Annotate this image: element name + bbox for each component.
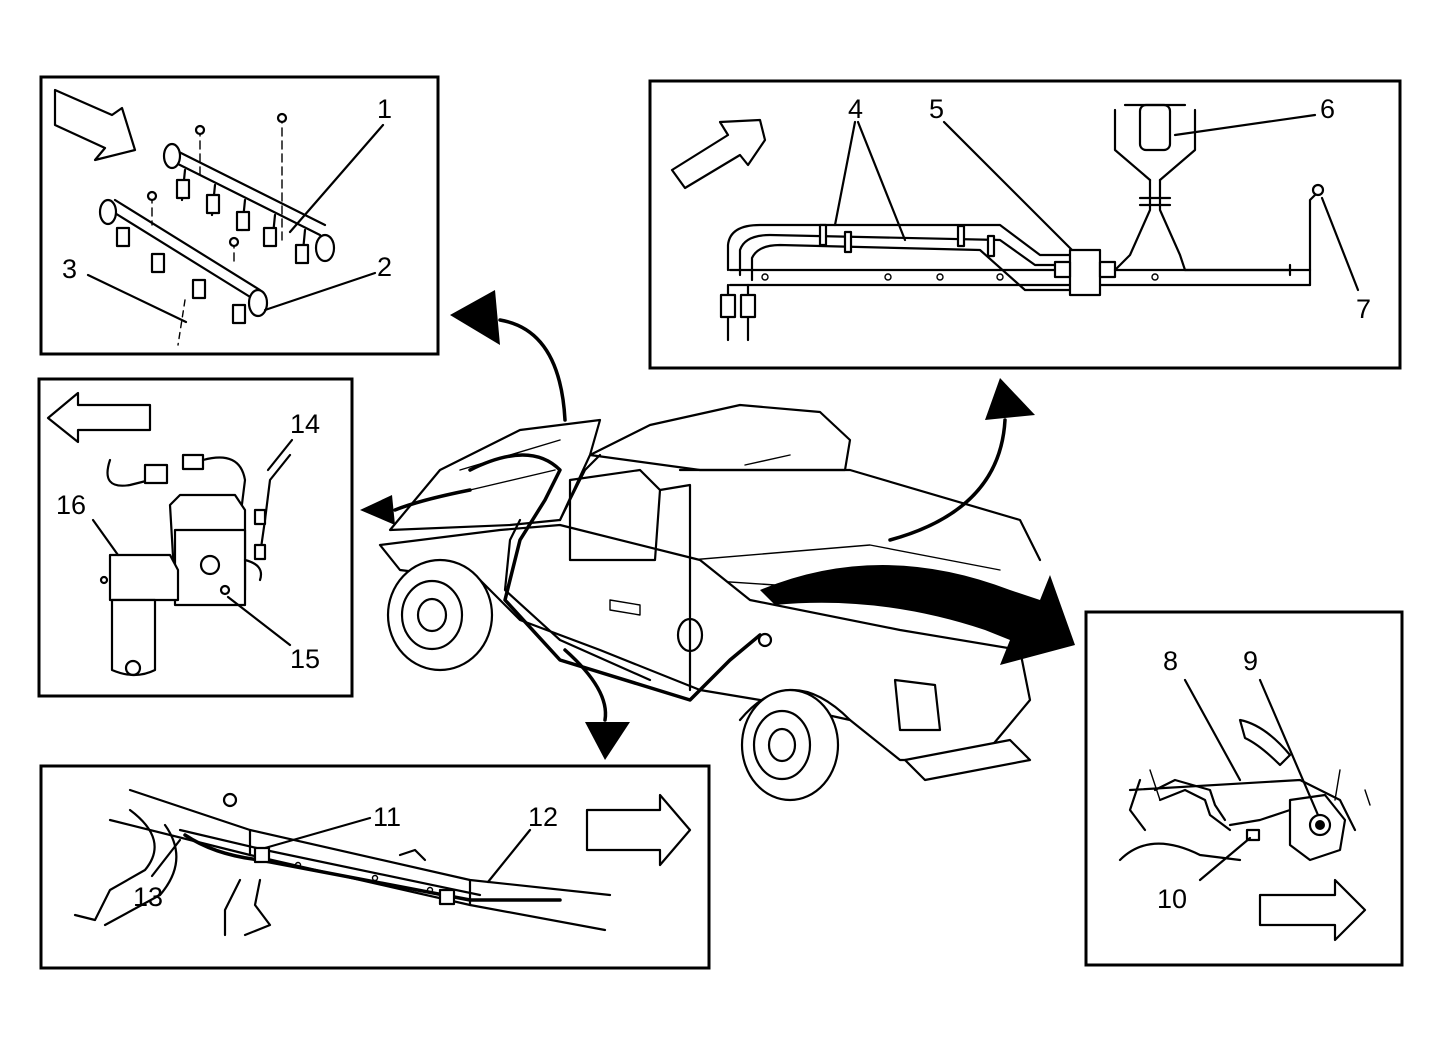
callout-9: 9 bbox=[1243, 646, 1258, 676]
pointer-arrows bbox=[360, 290, 1075, 760]
callout-5: 5 bbox=[929, 94, 944, 124]
pickup-truck-illustration bbox=[378, 403, 1042, 802]
frame-fuel-lines-detail-panel: 11 12 13 bbox=[39, 764, 711, 970]
callout-2: 2 bbox=[377, 252, 392, 282]
forward-direction-arrow bbox=[53, 88, 137, 162]
rearward-direction-arrow bbox=[670, 118, 767, 190]
fuel-rail-detail-panel: 1 2 3 bbox=[39, 75, 440, 356]
callout-4: 4 bbox=[848, 94, 863, 124]
callout-11: 11 bbox=[373, 802, 401, 832]
callout-8: 8 bbox=[1163, 646, 1178, 676]
fuel-filter-lines-detail-panel: 4 5 6 7 bbox=[648, 79, 1402, 370]
callout-14: 14 bbox=[290, 409, 320, 439]
callout-6: 6 bbox=[1320, 94, 1335, 124]
callout-1: 1 bbox=[377, 94, 392, 124]
callout-10: 10 bbox=[1157, 884, 1187, 914]
callout-12: 12 bbox=[528, 802, 558, 832]
callout-13: 13 bbox=[133, 882, 163, 912]
fuel-tank-sender-detail-panel: 8 9 10 bbox=[1084, 610, 1404, 967]
callout-3: 3 bbox=[62, 254, 77, 284]
pump-module-detail-panel: 14 16 15 bbox=[37, 377, 354, 698]
callout-15: 15 bbox=[290, 644, 320, 674]
callout-16: 16 bbox=[56, 490, 86, 520]
rearward-direction-arrow-3 bbox=[1258, 878, 1367, 942]
callout-7: 7 bbox=[1356, 294, 1371, 324]
forward-direction-arrow-2 bbox=[46, 391, 152, 444]
rearward-direction-arrow-2 bbox=[585, 793, 692, 867]
